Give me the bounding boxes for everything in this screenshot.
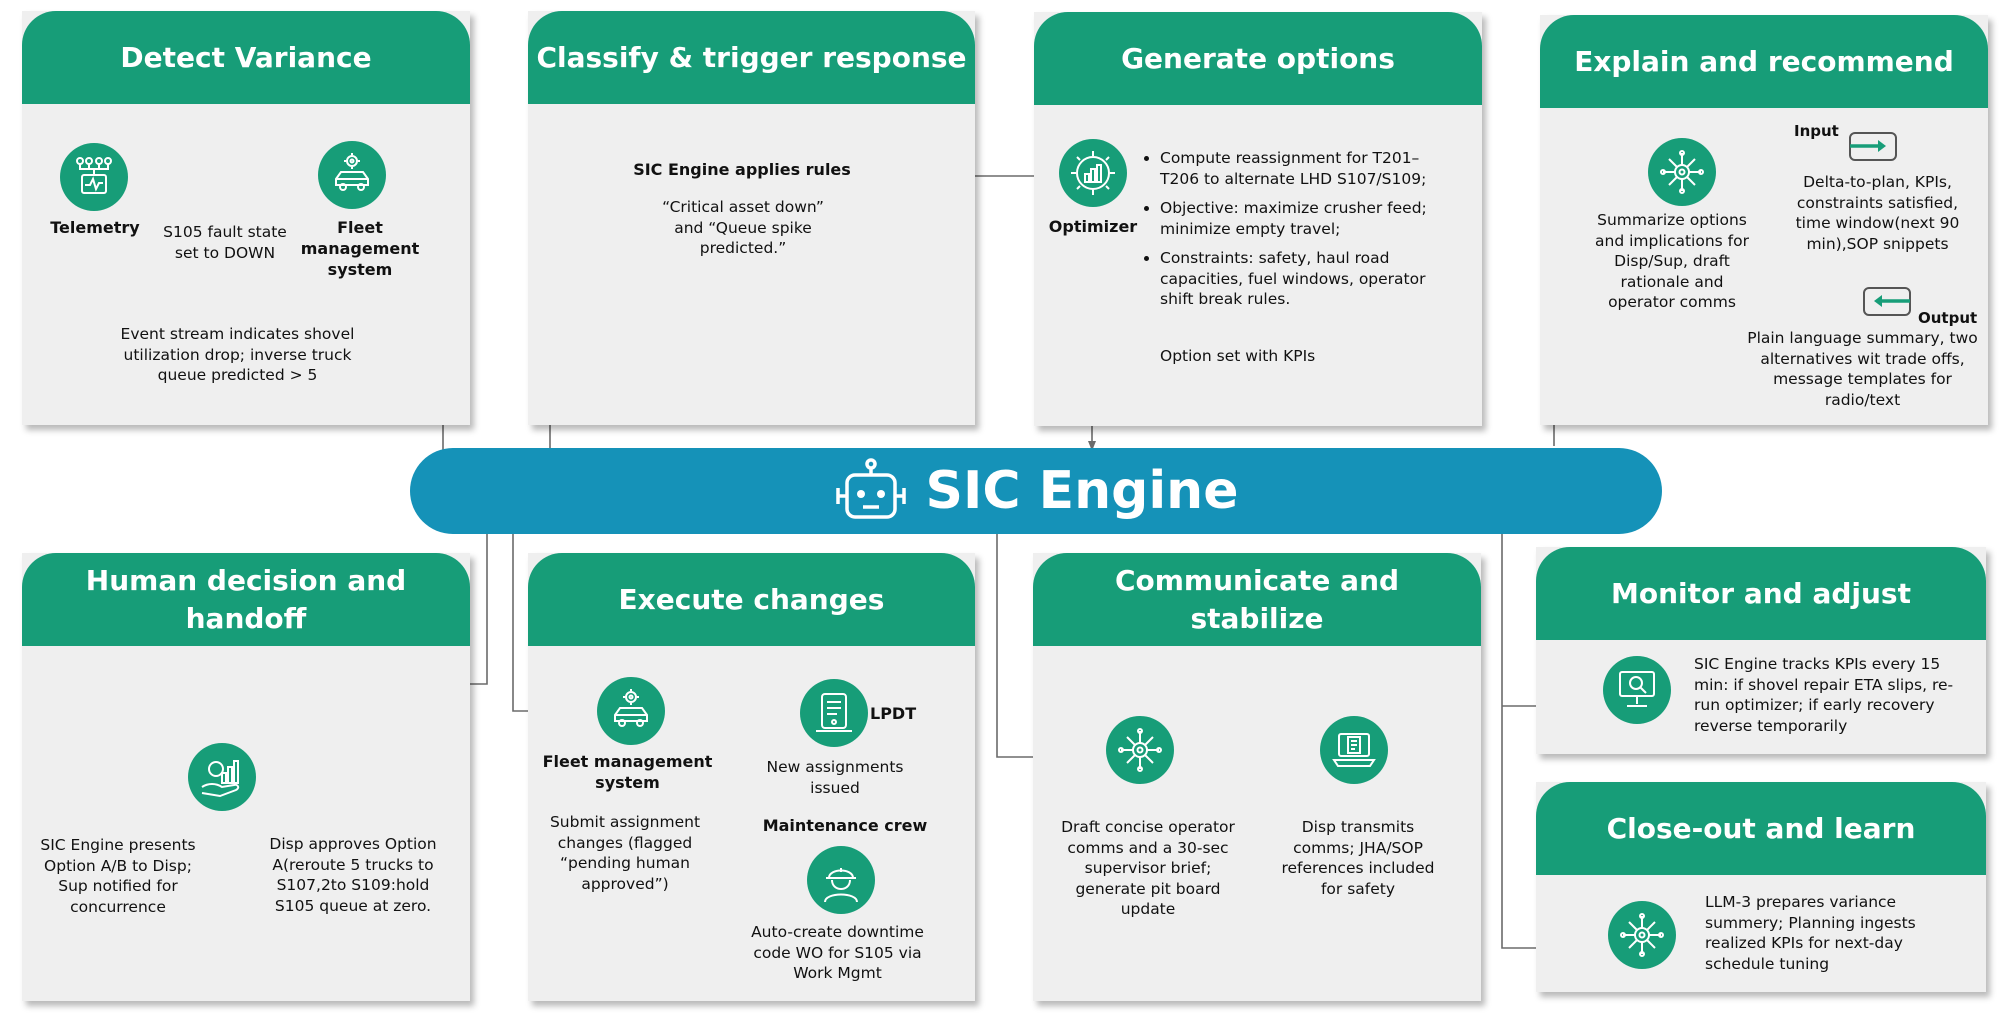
card-title: Generate options [1034,12,1482,105]
optimizer-icon [1059,139,1127,207]
robot-icon [834,458,908,524]
bullet-constraints: Constraints: safety, haul road capacitie… [1160,248,1432,310]
card-title: Monitor and adjust [1536,547,1986,640]
bullet-objective: Objective: maximize crusher feed; minimi… [1160,198,1432,239]
closeout-text: LLM-3 prepares variance summery; Plannin… [1705,893,1916,973]
sic-engine-title: SIC Engine [925,461,1239,521]
input-icon [1848,131,1898,162]
card-communicate-stabilize: Communicate and stabilize [1033,553,1481,1001]
tablet-device-icon [800,679,868,747]
sic-engine-banner: SIC Engine [410,448,1662,534]
optimizer-bullets: Compute reassignment for T201–T206 to al… [1142,148,1432,319]
hand-chart-icon [188,743,256,811]
present-options-text: SIC Engine presents Option A/B to Disp; … [40,836,196,916]
telemetry-label: Telemetry [50,218,140,237]
monitor-text: SIC Engine tracks KPIs every 15 min: if … [1694,655,1954,735]
worker-helmet-icon [807,846,875,914]
submit-changes-text: Submit assignment changes (flagged “pend… [549,813,701,893]
output-label: Output [1918,309,1978,327]
card-generate-options: Generate options [1034,12,1482,426]
card-monitor-adjust: Monitor and adjust [1536,547,1986,754]
rules-label: SIC Engine applies rules [633,160,851,179]
fault-state-text: S105 fault state set to DOWN [163,223,287,262]
lpdt-label: LPDT [870,704,917,723]
event-stream-text: Event stream indicates shovel utilizatio… [120,325,355,384]
telemetry-icon [60,143,128,211]
ai-circuit-icon [1106,716,1174,784]
input-label: Input [1794,122,1839,140]
optimizer-label: Optimizer [1048,217,1138,236]
monitor-search-icon [1603,656,1671,724]
fms-label: Fleet management system [542,752,713,792]
option-set-text: Option set with KPIs [1160,347,1316,365]
approve-option-text: Disp approves Option A(reroute 5 trucks … [269,835,437,915]
input-text: Delta-to-plan, KPIs, constraints satisfi… [1795,173,1960,253]
fms-label: Fleet management system [300,218,420,279]
rules-text: “Critical asset down” and “Queue spike p… [662,198,824,257]
card-title: Human decision and handoff [22,553,470,646]
bullet-reassignment: Compute reassignment for T201–T206 to al… [1160,148,1432,189]
ai-brain-icon [1648,138,1716,206]
card-title: Close-out and learn [1536,782,1986,875]
card-closeout-learn: Close-out and learn [1536,782,1986,992]
card-title: Detect Variance [22,11,470,104]
transmit-comms-text: Disp transmits comms; JHA/SOP references… [1281,818,1435,898]
card-title: Classify & trigger response [528,11,975,104]
summary-text: Summarize options and implications for D… [1595,211,1749,311]
new-assignments-text: New assignments issued [766,758,904,797]
card-title: Execute changes [528,553,975,646]
downtime-text: Auto-create downtime code WO for S105 vi… [751,923,924,982]
fleet-management-icon [318,141,386,209]
fleet-management-icon [597,677,665,745]
ai-learning-icon [1608,901,1676,969]
laptop-document-icon [1320,716,1388,784]
output-icon [1862,286,1912,317]
output-text: Plain language summary, two alternatives… [1747,329,1978,409]
maintenance-crew-label: Maintenance crew [762,816,928,835]
draft-comms-text: Draft concise operator comms and a 30-se… [1061,818,1235,918]
card-title: Communicate and stabilize [1033,553,1481,646]
card-title: Explain and recommend [1540,15,1988,108]
